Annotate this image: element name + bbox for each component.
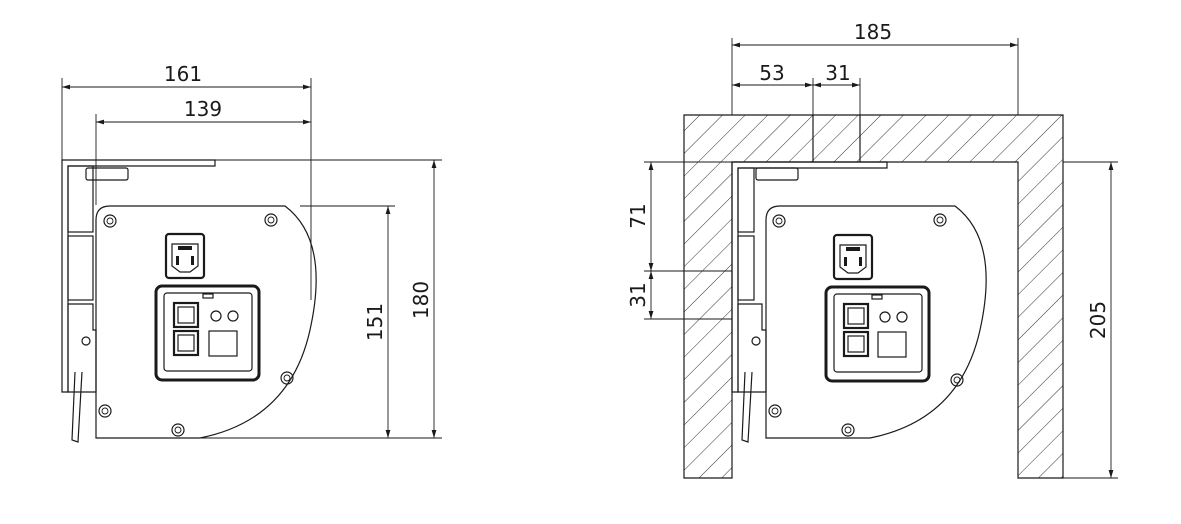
left-body-height-label: 151 xyxy=(363,303,387,341)
right-niche-width-label: 185 xyxy=(854,20,892,44)
right-housing xyxy=(765,205,987,439)
left-inner-width-label: 139 xyxy=(184,97,222,121)
right-top-slot xyxy=(755,167,799,181)
right-pivot xyxy=(751,336,761,346)
left-screws xyxy=(98,213,294,437)
right-control-panel xyxy=(824,285,931,383)
right-bracket-slot-lower xyxy=(737,235,755,301)
right-slot-height-label: 31 xyxy=(626,282,650,307)
left-control-panel xyxy=(154,284,261,382)
left-device xyxy=(61,159,317,443)
left-bracket-slot-lower xyxy=(67,235,94,301)
left-top-slot xyxy=(85,167,129,181)
right-offset-left-label: 53 xyxy=(759,61,784,85)
wall-niche-section xyxy=(683,114,1064,479)
left-overall-height-label: 180 xyxy=(409,281,433,319)
left-pivot xyxy=(81,336,91,346)
right-niche-height-label: 205 xyxy=(1086,301,1110,339)
right-view: 185 53 31 71 31 205 xyxy=(626,20,1118,479)
left-power-inlet xyxy=(164,232,206,280)
left-bracket-slot-upper xyxy=(67,165,94,233)
right-screws xyxy=(768,213,964,437)
left-lever xyxy=(71,371,83,443)
right-slot-width-label: 31 xyxy=(825,61,850,85)
left-view: 161 139 180 151 xyxy=(61,62,442,443)
left-housing xyxy=(95,205,317,439)
left-overall-width-label: 161 xyxy=(164,62,202,86)
right-top-offset-label: 71 xyxy=(626,203,650,228)
right-bracket-slot-upper xyxy=(737,167,755,233)
left-mounting-bracket xyxy=(61,159,216,393)
right-lever xyxy=(741,371,753,443)
right-mounting-bracket xyxy=(731,161,888,393)
right-device xyxy=(731,161,987,443)
right-power-inlet xyxy=(832,233,874,281)
